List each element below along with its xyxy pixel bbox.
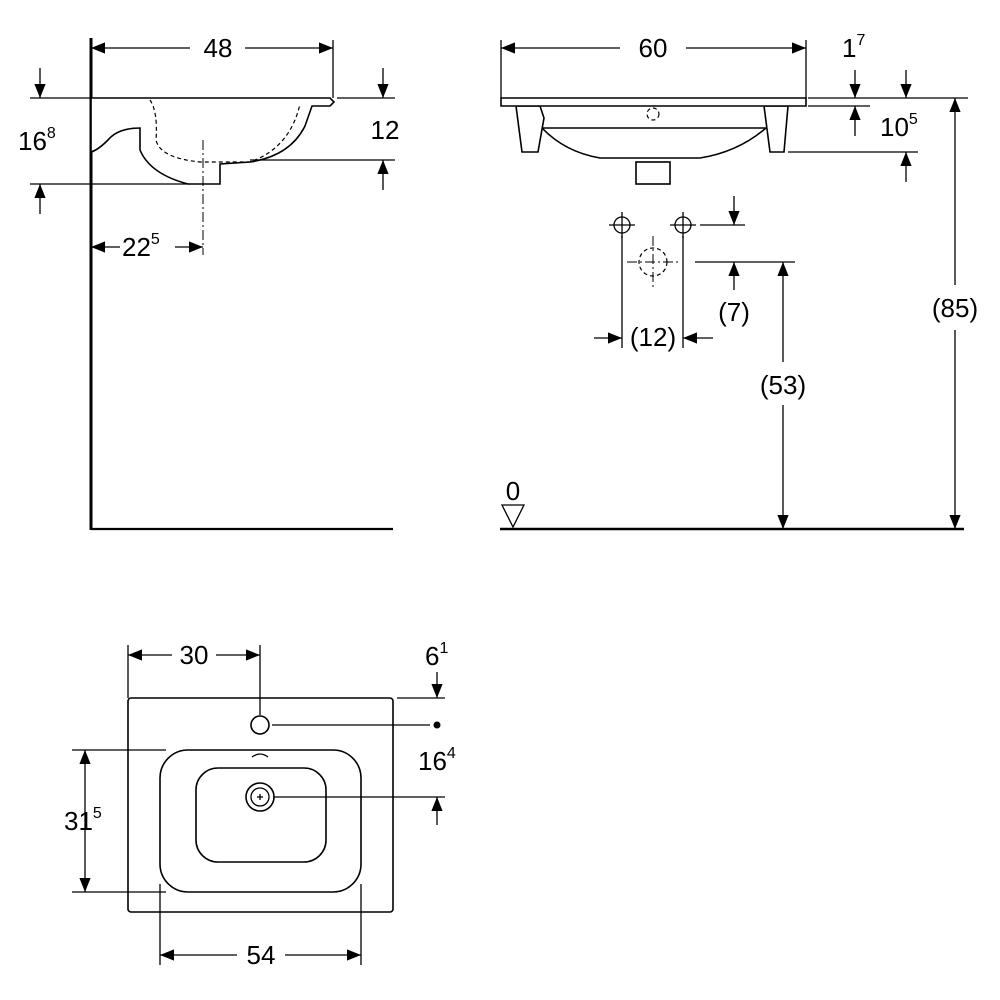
- basin-front-body: [540, 127, 769, 159]
- basin-inner-dash: [149, 99, 301, 163]
- top-tap-hole: [250, 715, 270, 735]
- dim-side-height: 168: [18, 125, 56, 156]
- floor-level-triangle: [500, 504, 526, 529]
- dim-tap-hole-edge: 61: [425, 640, 448, 671]
- top-waste-inner: [250, 787, 270, 807]
- basin-front-waste: [635, 161, 671, 185]
- tap-position-marks: [609, 212, 696, 288]
- dim-bowl-width: 54: [247, 940, 276, 970]
- dim-foot-height: 105: [880, 111, 918, 142]
- top-view: 30 61 164 315 54: [64, 640, 456, 970]
- dim-side-bowl-depth: 12: [371, 115, 400, 145]
- dim-front-width: 60: [639, 33, 668, 63]
- dim-rim-height: (85): [932, 293, 978, 323]
- basin-side-profile: [90, 97, 336, 185]
- dim-rim-thickness: 17: [842, 32, 865, 63]
- dim-waste-height: (53): [760, 370, 806, 400]
- top-overflow-slot: [251, 753, 269, 758]
- front-view: (12) (7) (53) (85) 60 17 105 0: [500, 32, 978, 531]
- dim-floor-level: 0: [506, 476, 520, 506]
- basin-front-rim: [500, 97, 807, 107]
- basin-left-foot: [515, 105, 545, 153]
- dim-tap-offset: (7): [718, 297, 750, 327]
- dim-tap-hole-offset: 30: [180, 640, 209, 670]
- front-overflow-hole: [646, 107, 660, 121]
- basin-right-foot: [763, 105, 789, 153]
- basin-bowl-floor: [195, 767, 327, 863]
- dim-side-width: 48: [204, 33, 233, 63]
- tap-axis-point: [433, 721, 441, 729]
- dim-bowl-depth: 315: [64, 805, 102, 836]
- side-view: 48 168 12 225: [18, 33, 400, 531]
- dim-side-outlet-offset: 225: [122, 231, 160, 262]
- dim-tap-spacing: (12): [630, 322, 676, 352]
- dim-waste-distance: 164: [418, 745, 456, 776]
